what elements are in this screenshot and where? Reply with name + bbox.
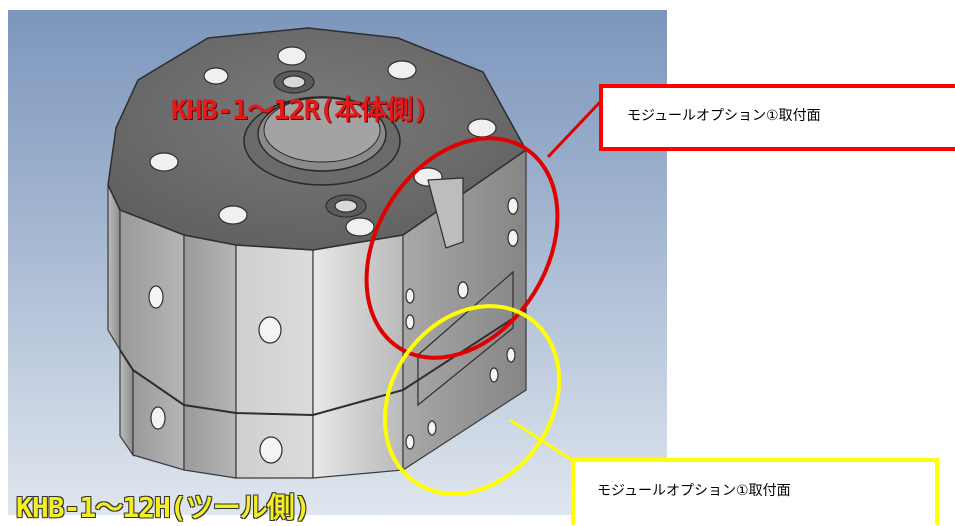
red-callout-text: モジュールオプション①取付面 (627, 108, 821, 124)
tool-side-part-label: KHB-1～12H(ツール側) (16, 491, 311, 524)
yellow-callout-text: モジュールオプション①取付面 (597, 483, 791, 499)
main-side-part-label: KHB-1～12R(本体側) (171, 95, 429, 126)
yellow-callout-box: モジュールオプション①取付面 (571, 458, 939, 525)
cad-render-viewport: KHB-1～12R(本体側) KHB-1～12H(ツール側) (8, 10, 667, 524)
coupler-model-illustration (107, 27, 527, 479)
red-callout-box: モジュールオプション①取付面 (599, 84, 955, 151)
